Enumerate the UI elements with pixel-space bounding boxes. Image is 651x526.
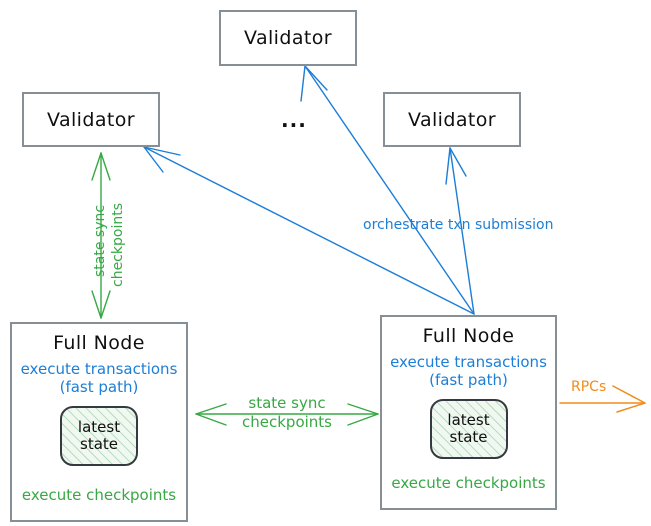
full-node-right-fastpath-line1: execute transactions: [390, 353, 547, 371]
full-node-left-fastpath-line1: execute transactions: [20, 360, 178, 378]
full-node-right-fastpath: execute transactions (fast path): [390, 353, 547, 389]
full-node-box-left[interactable]: Full Node execute transactions (fast pat…: [10, 322, 188, 522]
latest-state-right-line1: latest: [447, 411, 490, 429]
latest-state-left-line2: state: [80, 435, 118, 453]
arrowhead-validator-top: [300, 65, 328, 102]
edge-label-middle-state-sync: state sync checkpoints: [232, 394, 342, 432]
edge-label-vertical-checkpoints: checkpoints: [110, 203, 126, 287]
edge-label-rpcs: RPCs: [571, 379, 607, 395]
latest-state-left-line1: latest: [77, 418, 121, 436]
validators-ellipsis: ...: [281, 108, 307, 132]
edge-label-orchestrate-txn-submission: orchestrate txn submission: [363, 217, 554, 233]
edge-label-vertical-state-sync: state sync: [92, 204, 108, 277]
full-node-right-fastpath-line2: (fast path): [429, 371, 508, 389]
validator-box-right[interactable]: Validator: [383, 92, 521, 147]
latest-state-box-left[interactable]: latest state: [60, 406, 138, 466]
full-node-left-title: Full Node: [53, 332, 145, 354]
edge-label-middle-line2: checkpoints: [242, 413, 332, 431]
arrowhead-validator-left: [143, 146, 181, 173]
validator-top-label: Validator: [244, 27, 332, 49]
full-node-right-title: Full Node: [422, 325, 515, 347]
full-node-left-fastpath-line2: (fast path): [59, 378, 139, 396]
latest-state-box-right[interactable]: latest state: [429, 399, 508, 459]
latest-state-right-line2: state: [449, 428, 488, 446]
full-node-right-execute-checkpoints: execute checkpoints: [391, 474, 546, 492]
validator-box-top[interactable]: Validator: [219, 10, 357, 66]
arrowhead-validator-right: [445, 147, 467, 185]
full-node-left-execute-checkpoints: execute checkpoints: [21, 486, 177, 504]
full-node-left-fastpath: execute transactions (fast path): [21, 360, 178, 396]
full-node-box-right[interactable]: Full Node execute transactions (fast pat…: [380, 315, 557, 510]
edge-label-middle-line1: state sync: [248, 394, 326, 412]
validator-left-label: Validator: [47, 108, 135, 131]
validator-right-label: Validator: [408, 108, 496, 131]
validator-box-left[interactable]: Validator: [22, 92, 160, 147]
